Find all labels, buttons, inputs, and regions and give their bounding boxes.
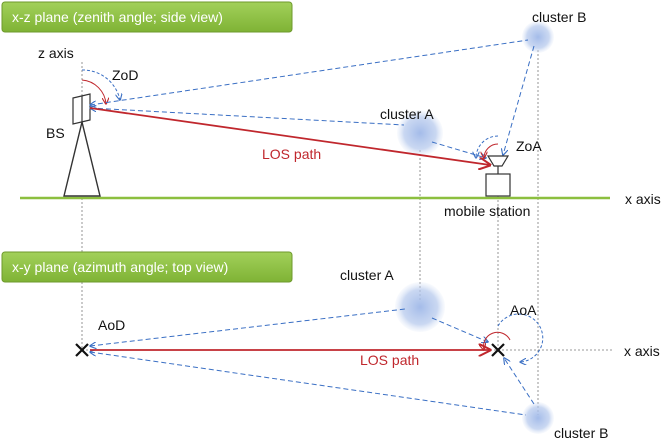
bs-tower-icon <box>63 121 101 197</box>
top-ray-cluster-b-to-ms <box>504 358 535 405</box>
side-cluster-b-label: cluster B <box>532 9 586 25</box>
top-cluster-a-label: cluster A <box>340 267 394 283</box>
top-view: x-y plane (azimuth angle; top view) x ax… <box>1 251 660 441</box>
aod-label: AoD <box>98 317 125 333</box>
zod-arc-inner <box>81 79 106 104</box>
side-view-banner <box>1 1 293 33</box>
side-los-path <box>89 107 490 165</box>
top-cluster-a <box>395 282 445 332</box>
aoa-arc-inner <box>484 331 511 350</box>
bs-label: BS <box>46 125 65 141</box>
ms-box-icon <box>485 173 511 197</box>
top-cluster-b <box>522 402 554 434</box>
side-cluster-a <box>397 110 443 156</box>
side-ray-cluster-b-to-ms <box>503 45 535 155</box>
z-axis-label: z axis <box>38 45 74 61</box>
bs-position-cross-icon <box>75 343 89 357</box>
top-view-banner <box>1 251 293 283</box>
top-view-title: x-y plane (azimuth angle; top view) <box>12 259 228 275</box>
top-ray-bs-to-cluster-b <box>90 352 527 416</box>
top-ray-bs-to-cluster-a <box>90 308 406 346</box>
top-los-label: LOS path <box>360 352 419 368</box>
side-cluster-b <box>522 21 554 53</box>
zod-label: ZoD <box>112 67 138 83</box>
zoa-arc-inner <box>484 143 499 158</box>
side-cluster-a-label: cluster A <box>380 106 434 122</box>
top-cluster-b-label: cluster B <box>554 425 608 440</box>
mobile-station-label: mobile station <box>444 203 530 219</box>
side-ray-bs-to-cluster-a <box>90 108 405 126</box>
aoa-arc-outer <box>497 313 544 362</box>
side-los-label: LOS path <box>262 146 321 162</box>
side-x-axis-label: x axis <box>625 191 661 207</box>
top-ray-cluster-a-to-ms <box>431 317 488 342</box>
zoa-arc-outer <box>476 135 499 158</box>
ms-antenna-icon <box>486 155 510 167</box>
zoa-label: ZoA <box>516 138 542 154</box>
side-ray-cluster-a-to-ms <box>431 141 486 158</box>
side-view-title: x-z plane (zenith angle; side view) <box>12 9 223 25</box>
ms-position-cross-icon <box>491 343 505 357</box>
side-ray-bs-to-cluster-b <box>90 39 529 105</box>
side-view: x-z plane (zenith angle; side view) x ax… <box>1 1 661 415</box>
aoa-label: AoA <box>510 302 537 318</box>
zod-arc-outer <box>81 69 120 100</box>
top-x-axis-label: x axis <box>624 343 660 359</box>
